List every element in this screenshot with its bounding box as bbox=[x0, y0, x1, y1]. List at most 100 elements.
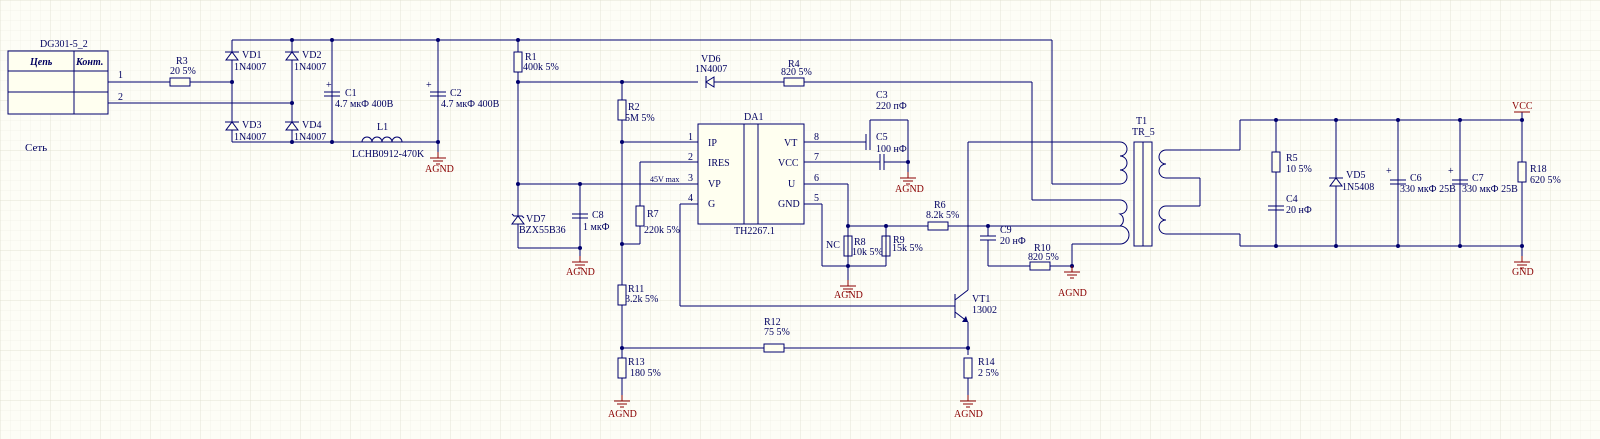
agnd-label-7: AGND bbox=[954, 409, 983, 420]
svg-text:4.7 мкФ 400В: 4.7 мкФ 400В bbox=[335, 99, 394, 110]
capacitor-c8[interactable]: C8 1 мкФ bbox=[572, 210, 610, 233]
svg-text:U: U bbox=[788, 179, 796, 190]
capacitor-c1[interactable]: + C1 4.7 мкФ 400В bbox=[324, 80, 394, 110]
svg-text:VD4: VD4 bbox=[302, 120, 321, 131]
svg-text:R18: R18 bbox=[1530, 164, 1547, 175]
transformer-t1[interactable]: T1 TR_5 bbox=[1118, 116, 1167, 247]
svg-text:C4: C4 bbox=[1286, 194, 1298, 205]
svg-text:R9: R9 bbox=[893, 235, 905, 246]
svg-text:15k 5%: 15k 5% bbox=[892, 243, 923, 254]
connector-x1[interactable]: DG301-5_2 Цепь Конт. 1 2 Сеть bbox=[7, 39, 123, 154]
svg-text:R2: R2 bbox=[628, 102, 640, 113]
svg-text:VP: VP bbox=[708, 179, 721, 190]
svg-text:+: + bbox=[1448, 166, 1454, 177]
gnd-label: GND bbox=[1512, 267, 1534, 278]
svg-text:T1: T1 bbox=[1136, 116, 1147, 127]
x1-caption: Сеть bbox=[25, 142, 47, 154]
x1-col-circuit: Цепь bbox=[29, 57, 53, 68]
svg-text:1 мкФ: 1 мкФ bbox=[583, 222, 610, 233]
svg-text:820 5%: 820 5% bbox=[781, 67, 812, 78]
x1-pin-2: 2 bbox=[118, 92, 123, 103]
svg-text:1N4007: 1N4007 bbox=[234, 132, 266, 143]
resistor-r14[interactable]: R14 2 5% bbox=[963, 357, 999, 379]
svg-text:VD6: VD6 bbox=[701, 54, 720, 65]
svg-text:G: G bbox=[708, 199, 715, 210]
svg-text:R14: R14 bbox=[978, 357, 995, 368]
svg-text:GND: GND bbox=[778, 199, 800, 210]
capacitor-c7[interactable]: + C7 330 мкФ 25В bbox=[1448, 166, 1518, 195]
svg-text:C7: C7 bbox=[1472, 173, 1484, 184]
svg-text:2: 2 bbox=[688, 152, 693, 163]
diode-vd6[interactable]: VD6 1N4007 bbox=[695, 54, 727, 88]
svg-text:1N4007: 1N4007 bbox=[294, 132, 326, 143]
transistor-vt1[interactable]: VT1 13002 bbox=[954, 289, 997, 323]
resistor-r11[interactable]: R11 3.2k 5% bbox=[617, 284, 658, 306]
ic-da1[interactable]: DA1 TH2267.1 1 IP 2 IRES 3 VP 4 G 8 VT 7… bbox=[688, 112, 819, 237]
svg-text:1N4007: 1N4007 bbox=[234, 62, 266, 73]
diode-vd1[interactable]: VD1 1N4007 bbox=[225, 50, 266, 73]
svg-text:20 нФ: 20 нФ bbox=[1286, 205, 1312, 216]
svg-text:VD2: VD2 bbox=[302, 50, 321, 61]
svg-text:IP: IP bbox=[708, 138, 717, 149]
svg-text:3.2k 5%: 3.2k 5% bbox=[625, 294, 658, 305]
resistor-r2[interactable]: R2 5M 5% bbox=[617, 99, 655, 124]
svg-text:75 5%: 75 5% bbox=[764, 327, 790, 338]
svg-text:8.2k 5%: 8.2k 5% bbox=[926, 210, 959, 221]
resistor-r18[interactable]: R18 620 5% bbox=[1517, 161, 1561, 186]
diode-vd5[interactable]: VD5 1N5408 bbox=[1329, 170, 1374, 193]
svg-text:+: + bbox=[326, 80, 332, 91]
diode-vd2[interactable]: VD2 1N4007 bbox=[285, 50, 326, 73]
x1-part: DG301-5_2 bbox=[40, 39, 88, 50]
svg-text:VD5: VD5 bbox=[1346, 170, 1365, 181]
svg-text:820 5%: 820 5% bbox=[1028, 252, 1059, 263]
svg-text:13002: 13002 bbox=[972, 305, 997, 316]
svg-text:BZX55B36: BZX55B36 bbox=[519, 225, 566, 236]
svg-text:VT: VT bbox=[784, 138, 797, 149]
agnd-label-5: AGND bbox=[834, 290, 863, 301]
svg-text:R12: R12 bbox=[764, 317, 781, 328]
svg-text:100 нФ: 100 нФ bbox=[876, 144, 907, 155]
svg-text:C1: C1 bbox=[345, 88, 357, 99]
diode-vd3[interactable]: VD3 1N4007 bbox=[225, 120, 266, 143]
svg-text:3: 3 bbox=[688, 173, 693, 184]
svg-text:330 мкФ 25В: 330 мкФ 25В bbox=[1400, 184, 1456, 195]
resistor-r13[interactable]: R13 180 5% bbox=[617, 357, 661, 379]
resistor-r5[interactable]: R5 10 5% bbox=[1271, 151, 1312, 175]
svg-text:4: 4 bbox=[688, 193, 693, 204]
svg-text:C5: C5 bbox=[876, 132, 888, 143]
svg-text:R3: R3 bbox=[176, 56, 188, 67]
inductor-l1[interactable]: L1 LCHB0912-470K bbox=[352, 122, 425, 160]
capacitor-c6[interactable]: + C6 330 мкФ 25В bbox=[1386, 166, 1456, 195]
resistor-r1[interactable]: R1 400k 5% bbox=[513, 51, 559, 73]
svg-text:VCC: VCC bbox=[778, 158, 799, 169]
svg-text:400k 5%: 400k 5% bbox=[523, 62, 559, 73]
svg-text:R13: R13 bbox=[628, 357, 645, 368]
svg-text:VD7: VD7 bbox=[526, 214, 545, 225]
svg-text:R5: R5 bbox=[1286, 153, 1298, 164]
svg-text:4.7 мкФ 400В: 4.7 мкФ 400В bbox=[441, 99, 500, 110]
svg-text:180 5%: 180 5% bbox=[630, 368, 661, 379]
capacitor-c2[interactable]: + C2 4.7 мкФ 400В bbox=[426, 80, 500, 110]
svg-text:20 нФ: 20 нФ bbox=[1000, 236, 1026, 247]
svg-text:L1: L1 bbox=[377, 122, 388, 133]
svg-text:1N4007: 1N4007 bbox=[294, 62, 326, 73]
zener-vd7[interactable]: VD7 BZX55B36 bbox=[511, 213, 566, 236]
svg-text:DA1: DA1 bbox=[744, 112, 763, 123]
svg-text:R11: R11 bbox=[628, 284, 644, 295]
svg-text:620 5%: 620 5% bbox=[1530, 175, 1561, 186]
capacitor-c4[interactable]: C4 20 нФ bbox=[1268, 194, 1312, 216]
vp-max-note: 45V max bbox=[650, 175, 679, 184]
resistor-r7[interactable]: R7 220k 5% bbox=[635, 205, 680, 236]
diode-vd4[interactable]: VD4 1N4007 bbox=[285, 120, 326, 143]
svg-text:1: 1 bbox=[688, 132, 693, 143]
agnd-label-3: AGND bbox=[608, 409, 637, 420]
svg-text:2 5%: 2 5% bbox=[978, 368, 999, 379]
nc-label: NC bbox=[826, 240, 840, 251]
svg-text:220k 5%: 220k 5% bbox=[644, 225, 680, 236]
svg-text:C6: C6 bbox=[1410, 173, 1422, 184]
svg-text:VD1: VD1 bbox=[242, 50, 261, 61]
svg-text:R7: R7 bbox=[647, 209, 659, 220]
svg-text:R10: R10 bbox=[1034, 243, 1051, 254]
svg-text:VT1: VT1 bbox=[972, 294, 990, 305]
